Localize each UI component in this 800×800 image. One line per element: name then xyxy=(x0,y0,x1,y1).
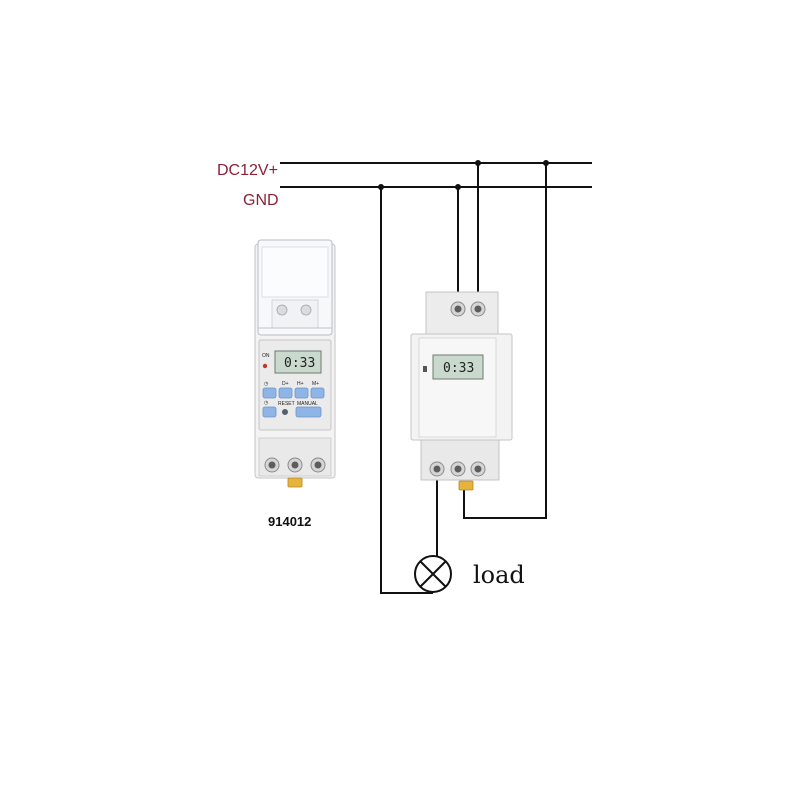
screw-terminal xyxy=(310,457,326,473)
din-rail-clip xyxy=(458,480,474,491)
on-label: ON xyxy=(262,353,270,359)
d-plus-button[interactable] xyxy=(278,387,293,399)
m-plus-button[interactable] xyxy=(310,387,325,399)
clock-icon: ◷ xyxy=(264,381,269,387)
button[interactable] xyxy=(262,406,277,418)
model-label: 914012 xyxy=(268,514,311,529)
lamp-icon xyxy=(414,555,452,593)
manual-label: MANUAL xyxy=(297,401,318,407)
m-plus-label: M+ xyxy=(312,381,319,387)
on-indicator-led xyxy=(262,363,268,369)
lcd-time: 0:33 xyxy=(284,356,315,371)
screw-terminal xyxy=(450,461,466,477)
screw-terminal xyxy=(470,301,486,317)
screw-terminal xyxy=(470,461,486,477)
screw-terminal xyxy=(450,301,466,317)
dc12v-label: DC12V+ xyxy=(217,162,278,179)
din-rail-clip xyxy=(287,477,303,488)
button[interactable] xyxy=(262,387,277,399)
manual-button[interactable] xyxy=(295,406,322,418)
clock-icon: ◷ xyxy=(264,400,269,406)
dc12v-loop-wire xyxy=(463,163,547,519)
timer-device-front: 0:33 ON ◷ D+ H+ M+ ◷ RESET MANUAL xyxy=(254,239,336,488)
screw-terminal xyxy=(429,461,445,477)
h-plus-label: H+ xyxy=(297,381,304,387)
load-label: load xyxy=(473,561,525,589)
gnd-return-wire xyxy=(380,187,433,594)
lcd-time: 0:33 xyxy=(443,361,474,376)
screw-terminal xyxy=(287,457,303,473)
screw-terminal xyxy=(264,457,280,473)
lcd-screen xyxy=(432,354,484,380)
lcd-screen xyxy=(274,350,322,374)
gnd-label: GND xyxy=(243,192,279,209)
timer-device-wired: 0:33 xyxy=(410,291,513,491)
h-plus-button[interactable] xyxy=(294,387,309,399)
reset-button[interactable] xyxy=(282,409,288,415)
reset-label: RESET xyxy=(278,401,295,407)
d-plus-label: D+ xyxy=(282,381,289,387)
